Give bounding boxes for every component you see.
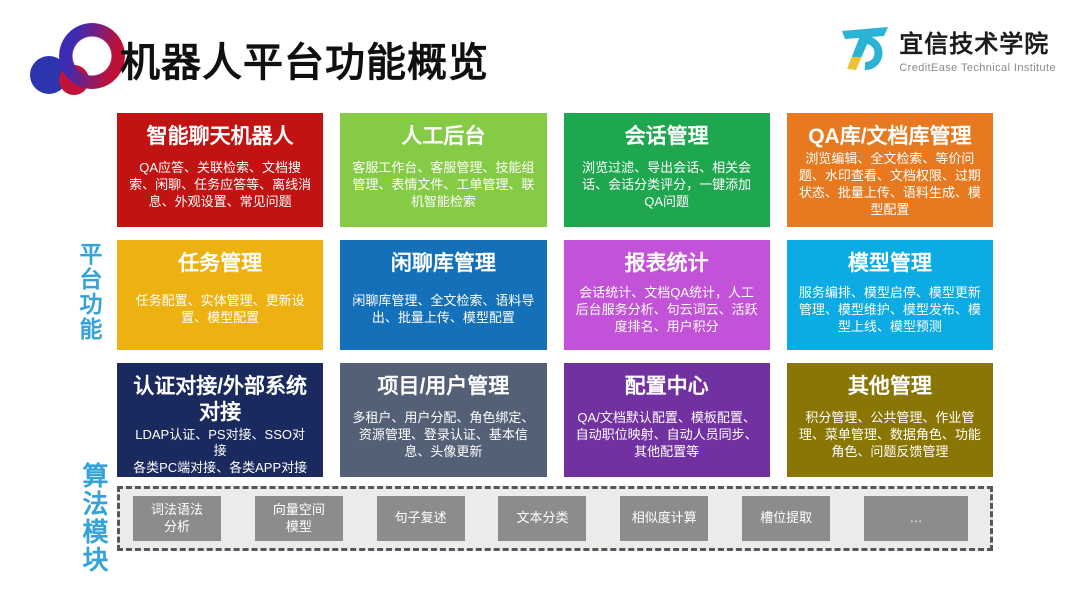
- card-body: 多租户、用户分配、角色绑定、资源管理、登录认证、基本信息、头像更新: [352, 409, 535, 459]
- chat-platform-logo-icon: [28, 20, 134, 100]
- card-title: 智能聊天机器人: [146, 125, 294, 148]
- card-title: QA库/文档库管理: [808, 125, 972, 148]
- card-body: 浏览编辑、全文检索、等价问题、水印查看、文档权限、过期状态、批量上传、语料生成、…: [798, 151, 981, 218]
- feature-card-config-center: 配置中心 QA/文档默认配置、模板配置、自动职位映射、自动人员同步、其他配置等: [563, 363, 770, 477]
- module-vector-space-model: 向量空间 模型: [254, 496, 343, 541]
- card-body: 服务编排、模型启停、模型更新管理、模型维护、模型发布、模型上线、模型预测: [798, 284, 981, 334]
- card-title: 配置中心: [624, 375, 709, 398]
- card-body: 积分管理、公共管理、作业管理、菜单管理、数据角色、功能角色、问题反馈管理: [798, 409, 981, 459]
- feature-card-task-management: 任务管理 任务配置、实体管理、更新设置、模型配置: [117, 240, 324, 350]
- feature-card-session-management: 会话管理 浏览过滤、导出会话、相关会话、会话分类评分，一键添加QA问题: [563, 113, 770, 227]
- card-body: 闲聊库管理、全文检索、语料导出、批量上传、模型配置: [352, 293, 535, 326]
- card-title: 项目/用户管理: [377, 375, 510, 398]
- module-slot-extraction: 槽位提取: [742, 496, 831, 541]
- card-body: QA应答、关联检索、文档搜索、闲聊、任务应答等、离线消息、外观设置、常见问题: [129, 159, 312, 209]
- platform-functions-label: 平台功能: [76, 242, 102, 342]
- card-title: 报表统计: [624, 252, 709, 275]
- feature-card-auth-integration: 认证对接/外部系统对接 LDAP认证、PS对接、SSO对接 各类PC端对接、各类…: [117, 363, 324, 477]
- module-similarity-computation: 相似度计算: [620, 496, 709, 541]
- card-title: 模型管理: [847, 252, 932, 275]
- card-title: 其他管理: [847, 375, 932, 398]
- feature-card-chitchat-library: 闲聊库管理 闲聊库管理、全文检索、语料导出、批量上传、模型配置: [340, 240, 547, 350]
- card-body: 浏览过滤、导出会话、相关会话、会话分类评分，一键添加QA问题: [582, 159, 752, 209]
- card-title: 认证对接/外部系统对接: [133, 375, 308, 425]
- card-body: QA/文档默认配置、模板配置、自动职位映射、自动人员同步、其他配置等: [575, 409, 758, 459]
- feature-card-manual-backend: 人工后台 客服工作台、客服管理、技能组管理、表情文件、工单管理、联机智能检索: [340, 113, 547, 227]
- module-sentence-paraphrase: 句子复述: [376, 496, 465, 541]
- feature-card-smart-chatbot: 智能聊天机器人 QA应答、关联检索、文档搜索、闲聊、任务应答等、离线消息、外观设…: [117, 113, 324, 227]
- card-body: 会话统计、文档QA统计，人工后台服务分析、句云词云、活跃度排名、用户积分: [575, 284, 758, 334]
- feature-card-other-management: 其他管理 积分管理、公共管理、作业管理、菜单管理、数据角色、功能角色、问题反馈管…: [786, 363, 993, 477]
- card-body: 任务配置、实体管理、更新设置、模型配置: [135, 293, 305, 326]
- card-title: 任务管理: [178, 252, 263, 275]
- algorithm-modules-label: 算法模块: [79, 462, 109, 574]
- creditease-brand: 宜信技术学院 CreditEase Technical Institute: [839, 24, 1056, 74]
- module-more-ellipsis: …: [863, 496, 968, 541]
- card-title: 闲聊库管理: [390, 252, 496, 275]
- feature-card-report-statistics: 报表统计 会话统计、文档QA统计，人工后台服务分析、句云词云、活跃度排名、用户积…: [563, 240, 770, 350]
- feature-card-project-user-management: 项目/用户管理 多租户、用户分配、角色绑定、资源管理、登录认证、基本信息、头像更…: [340, 363, 547, 477]
- creditease-tc-logo-icon: [842, 27, 889, 70]
- feature-card-qa-doc-library: QA库/文档库管理 浏览编辑、全文检索、等价问题、水印查看、文档权限、过期状态、…: [786, 113, 993, 227]
- card-body: 客服工作台、客服管理、技能组管理、表情文件、工单管理、联机智能检索: [352, 159, 535, 209]
- card-title: 人工后台: [401, 125, 486, 148]
- feature-grid: 智能聊天机器人 QA应答、关联检索、文档搜索、闲聊、任务应答等、离线消息、外观设…: [117, 113, 993, 477]
- logo-gradient-ring-icon: [59, 23, 125, 89]
- algorithm-modules-panel: 词法语法 分析 向量空间 模型 句子复述 文本分类 相似度计算 槽位提取 …: [117, 486, 993, 551]
- creditease-name: 宜信技术学院: [899, 31, 1050, 58]
- card-title: 会话管理: [624, 125, 709, 148]
- page-title: 机器人平台功能概览: [120, 41, 489, 85]
- module-lexical-syntax-analysis: 词法语法 分析: [133, 496, 221, 541]
- module-text-classification: 文本分类: [498, 496, 587, 541]
- card-body: LDAP认证、PS对接、SSO对接 各类PC端对接、各类APP对接: [133, 426, 308, 476]
- creditease-subtitle: CreditEase Technical Institute: [899, 62, 1056, 74]
- feature-card-model-management: 模型管理 服务编排、模型启停、模型更新管理、模型维护、模型发布、模型上线、模型预…: [786, 240, 993, 350]
